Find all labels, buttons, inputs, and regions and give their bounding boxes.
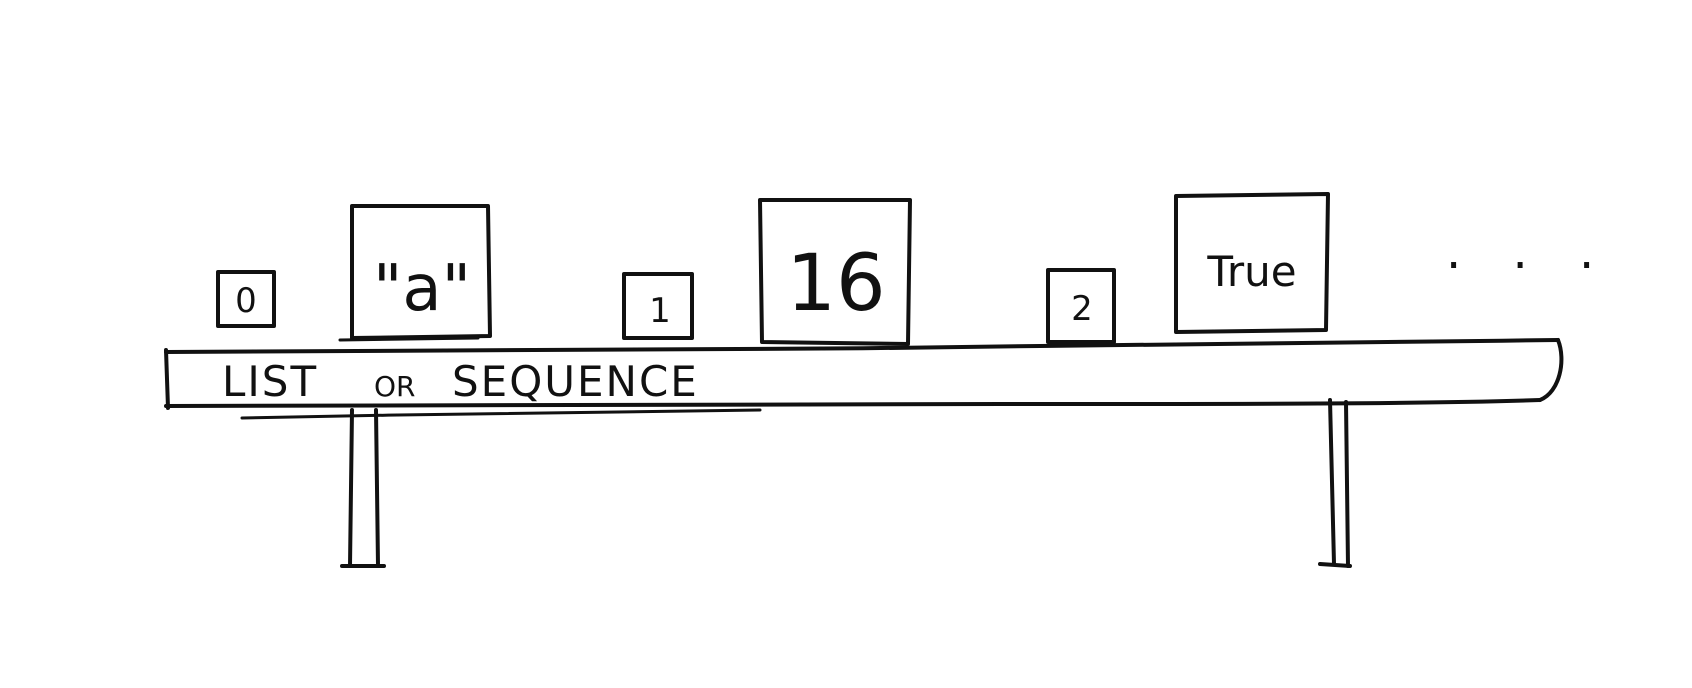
value-label: 16 (786, 239, 885, 329)
index-box (216, 270, 276, 328)
shelf-leg-left (340, 408, 386, 568)
shelf-label-list: LIST (222, 357, 318, 406)
index-box (622, 272, 694, 340)
shelf-label-or: OR (374, 370, 416, 403)
shelf-left-edge (164, 348, 170, 410)
value-box (350, 204, 492, 340)
list-item: 0 "a" (216, 204, 492, 342)
value-label: "a" (373, 252, 471, 326)
shelf-label-sequence: SEQUENCE (452, 357, 699, 406)
value-box-shadow (338, 336, 480, 342)
shelf-bottom-edge (164, 398, 1542, 408)
list-item: 1 16 (622, 198, 912, 346)
value-box (1174, 192, 1330, 334)
shelf-leg-right (1318, 398, 1352, 568)
value-label: True (1206, 247, 1296, 296)
shelf-right-edge (1538, 338, 1564, 402)
index-label: 1 (649, 291, 671, 331)
index-label: 0 (235, 281, 257, 321)
shelf-top-edge (164, 338, 1560, 354)
index-box (1046, 268, 1116, 344)
list-item: 2 True (1046, 192, 1330, 344)
index-label: 2 (1071, 289, 1093, 329)
continuation-dots: . . . (1446, 224, 1612, 280)
value-box (758, 198, 912, 346)
shelf: LIST OR SEQUENCE (164, 338, 1564, 420)
shelf-underline (240, 408, 762, 420)
